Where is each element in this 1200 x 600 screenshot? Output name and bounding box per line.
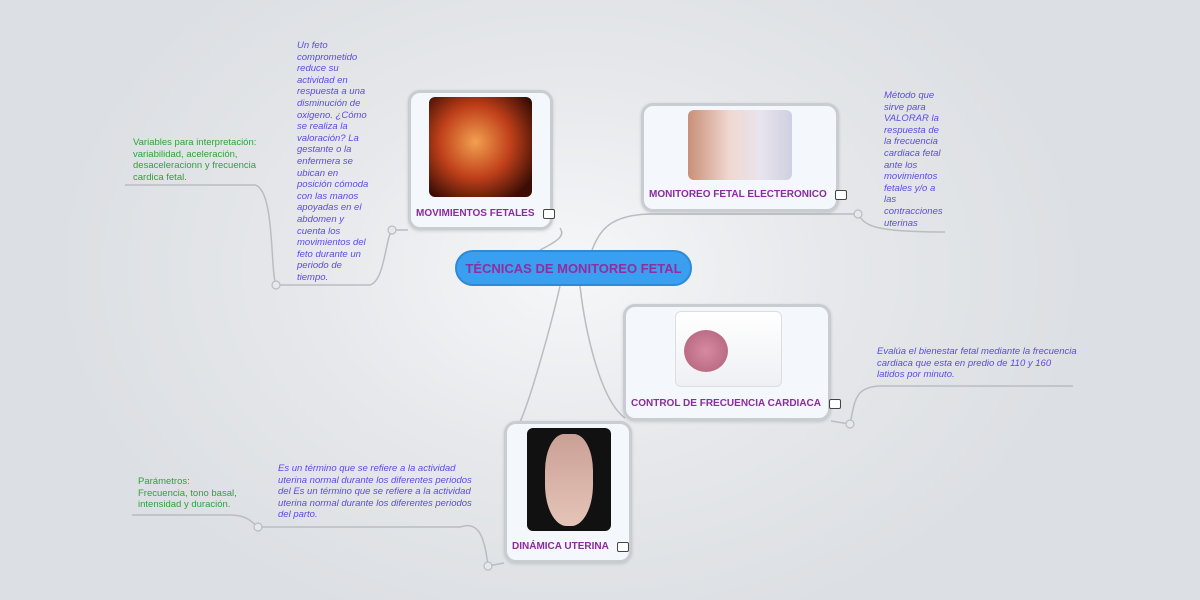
central-topic[interactable]: TÉCNICAS DE MONITOREO FETAL <box>455 250 692 286</box>
note-variables: Variables para interpretación: variabili… <box>133 137 257 183</box>
node-label: CONTROL DE FRECUENCIA CARDIACA <box>631 398 821 409</box>
node-movimientos-fetales[interactable]: MOVIMIENTOS FETALES <box>408 90 555 230</box>
note-monitoreo: Método que sirve para VALORAR la respues… <box>884 90 943 229</box>
node-label: DINÁMICA UTERINA <box>512 541 609 552</box>
diagram-image <box>675 311 782 387</box>
node-label: MONITOREO FETAL ELECTERONICO <box>649 189 827 200</box>
node-monitoreo-fetal-electronico[interactable]: MONITOREO FETAL ELECTERONICO <box>641 103 847 212</box>
image-icon[interactable] <box>616 541 629 552</box>
monitor-image <box>688 110 792 180</box>
node-label: MOVIMIENTOS FETALES <box>416 208 535 219</box>
node-footer: DINÁMICA UTERINA <box>512 541 629 552</box>
node-footer: MONITOREO FETAL ELECTERONICO <box>649 189 847 200</box>
central-topic-label: TÉCNICAS DE MONITOREO FETAL <box>465 260 682 276</box>
image-icon[interactable] <box>829 398 841 409</box>
note-control: Evalúa el bienestar fetal mediante la fr… <box>877 346 1077 381</box>
note-movimientos: Un feto comprometido reduce su actividad… <box>297 40 369 283</box>
image-icon[interactable] <box>542 208 555 219</box>
note-dinamica: Es un término que se refiere a la activi… <box>278 463 472 521</box>
image-icon[interactable] <box>834 189 847 200</box>
node-dinamica-uterina[interactable]: DINÁMICA UTERINA <box>504 421 632 563</box>
node-control-frecuencia-cardiaca[interactable]: CONTROL DE FRECUENCIA CARDIACA <box>623 304 841 421</box>
abdomen-image <box>527 428 611 531</box>
node-footer: CONTROL DE FRECUENCIA CARDIACA <box>631 398 841 409</box>
note-parametros: Parámetros: Frecuencia, tono basal, inte… <box>138 476 237 511</box>
fetus-image <box>429 97 532 197</box>
node-footer: MOVIMIENTOS FETALES <box>416 208 555 219</box>
